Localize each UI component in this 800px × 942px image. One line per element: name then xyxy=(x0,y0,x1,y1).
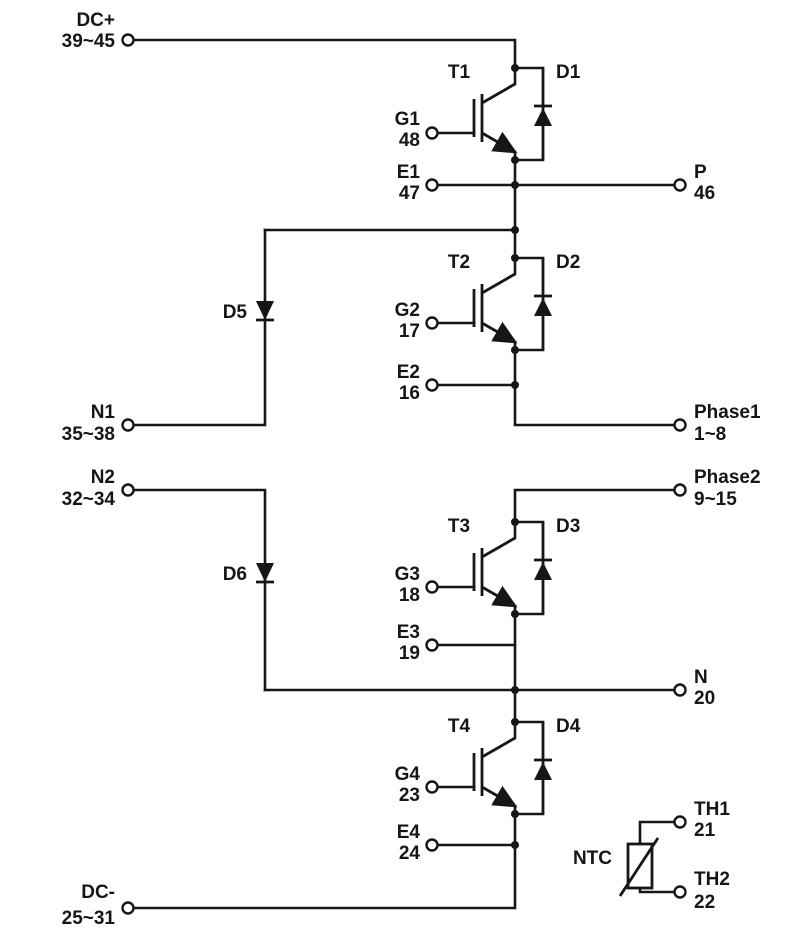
label-n2: N2 xyxy=(91,467,115,488)
terminal-th1 xyxy=(673,815,687,829)
pins-phase1: 1~8 xyxy=(694,424,726,445)
pins-g4: 23 xyxy=(399,785,420,806)
diode-d5 xyxy=(254,299,276,322)
label-p: P xyxy=(694,162,707,183)
igbt-t2 xyxy=(474,274,515,342)
label-th1: TH1 xyxy=(694,799,730,820)
pins-dc-plus: 39~45 xyxy=(62,31,116,52)
igbt-t3 xyxy=(474,538,515,606)
pins-phase2: 9~15 xyxy=(694,489,737,510)
terminal-e3 xyxy=(425,638,439,652)
terminal-dc-plus xyxy=(121,33,135,47)
terminal-th2 xyxy=(673,885,687,899)
terminal-n2 xyxy=(121,483,135,497)
pins-th1: 21 xyxy=(694,820,716,841)
label-ntc: NTC xyxy=(573,848,612,869)
label-e1: E1 xyxy=(397,162,421,183)
label-g3: G3 xyxy=(395,564,420,585)
terminal-g1 xyxy=(425,126,439,140)
pins-dc-minus: 25~31 xyxy=(62,908,116,929)
terminal-g4 xyxy=(425,780,439,794)
terminal-phase2 xyxy=(673,483,687,497)
label-t2: T2 xyxy=(448,252,470,273)
label-n1: N1 xyxy=(91,402,116,423)
label-d3: D3 xyxy=(556,516,580,537)
label-d6: D6 xyxy=(223,564,247,585)
terminal-g2 xyxy=(425,316,439,330)
terminal-e4 xyxy=(425,838,439,852)
pins-n: 20 xyxy=(694,688,715,709)
terminal-p xyxy=(673,178,687,192)
terminal-pins xyxy=(121,33,687,915)
diode-d2 xyxy=(532,256,554,352)
label-g1: G1 xyxy=(395,109,421,130)
wire-gate-leads xyxy=(430,131,476,789)
pins-g1: 48 xyxy=(399,130,420,151)
label-dc-minus: DC- xyxy=(81,882,115,903)
label-t4: T4 xyxy=(448,716,471,737)
label-phase1: Phase1 xyxy=(694,402,761,423)
label-e3: E3 xyxy=(397,622,420,643)
label-d2: D2 xyxy=(556,252,580,273)
wire-diode-stubs xyxy=(513,66,545,816)
pins-th2: 22 xyxy=(694,892,715,913)
label-d1: D1 xyxy=(556,62,581,83)
label-g2: G2 xyxy=(395,300,420,321)
igbt-t4 xyxy=(474,738,515,806)
junction-dots xyxy=(511,64,519,849)
terminal-dc-minus xyxy=(121,901,135,915)
label-d4: D4 xyxy=(556,716,581,737)
terminal-n xyxy=(673,683,687,697)
pins-g2: 17 xyxy=(399,321,420,342)
label-n: N xyxy=(694,667,708,688)
terminal-phase1 xyxy=(673,418,687,432)
diode-d6 xyxy=(254,561,276,584)
label-e4: E4 xyxy=(397,822,421,843)
pins-g3: 18 xyxy=(399,585,420,606)
pins-e2: 16 xyxy=(399,383,420,404)
terminal-n1 xyxy=(121,418,135,432)
label-phase2: Phase2 xyxy=(694,467,761,488)
wire-n2-d6 xyxy=(126,488,267,692)
label-th2: TH2 xyxy=(694,869,730,890)
diode-d3 xyxy=(532,520,554,616)
ntc-thermistor-body xyxy=(626,842,654,890)
pins-e1: 47 xyxy=(399,183,420,204)
ntc-thermistor-slash xyxy=(618,837,660,897)
labels: DC+ 39~45 N1 35~38 N2 32~34 DC- 25~31 G1… xyxy=(62,10,761,929)
label-t3: T3 xyxy=(448,516,470,537)
label-dc-plus: DC+ xyxy=(76,10,115,31)
pins-e4: 24 xyxy=(399,843,421,864)
terminal-e1 xyxy=(425,178,439,192)
pins-e3: 19 xyxy=(399,643,420,664)
label-g4: G4 xyxy=(395,764,421,785)
pins-p: 46 xyxy=(694,183,715,204)
igbt-t1 xyxy=(474,84,515,152)
pins-n1: 35~38 xyxy=(62,424,115,445)
diode-d1 xyxy=(532,66,554,162)
wire-ntc-th1 xyxy=(638,820,676,846)
diode-d4 xyxy=(532,720,554,816)
pins-n2: 32~34 xyxy=(62,489,116,510)
terminal-e2 xyxy=(425,378,439,392)
label-t1: T1 xyxy=(448,62,471,83)
label-e2: E2 xyxy=(397,362,420,383)
terminal-g3 xyxy=(425,580,439,594)
label-d5: D5 xyxy=(223,302,248,323)
wire-n1-d5 xyxy=(126,228,267,427)
